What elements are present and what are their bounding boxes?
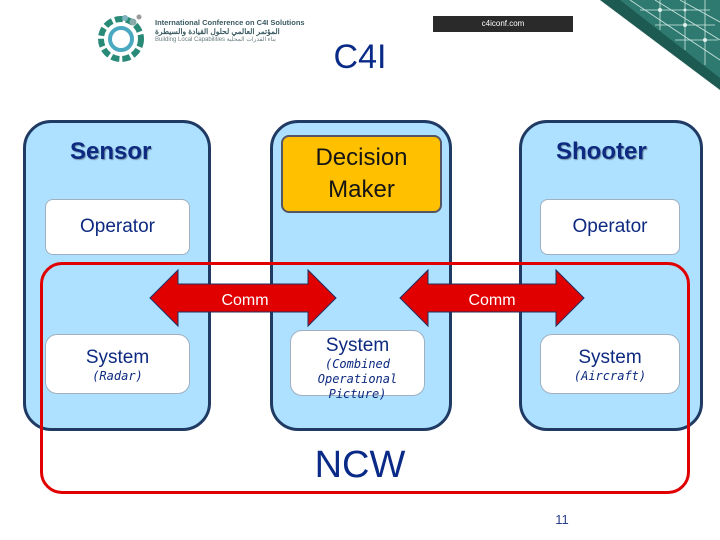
corner-pattern-graphic	[600, 0, 720, 90]
decision-maker-box: Decision Maker	[281, 135, 442, 213]
ncw-frame	[40, 262, 690, 494]
logo-title-en: International Conference on C4I Solution…	[155, 18, 305, 27]
sensor-system-box: System (Radar)	[45, 334, 190, 394]
conference-logo-text: International Conference on C4I Solution…	[155, 18, 330, 45]
shooter-system-sub: (Aircraft)	[573, 369, 647, 383]
decision-maker-system-label: System	[325, 335, 390, 356]
decision-maker-system-sub: (Combined Operational Picture)	[317, 357, 398, 401]
sensor-operator-box: Operator	[45, 199, 190, 255]
page-number: 11	[555, 512, 569, 527]
conference-logo: International Conference on C4I Solution…	[95, 12, 325, 62]
logo-tagline: Building Local Capabilities بناء القدرات…	[155, 37, 276, 43]
slide-title: C4I	[333, 38, 387, 76]
sensor-operator-label: Operator	[80, 216, 155, 237]
decision-maker-system-box: System (Combined Operational Picture)	[290, 330, 425, 401]
shooter-system-label: System	[578, 347, 642, 368]
conference-logo-icon	[98, 14, 144, 62]
shooter-system-box: System (Aircraft)	[540, 334, 680, 394]
shooter-label: Shooter	[556, 138, 647, 165]
shooter-operator-box: Operator	[540, 199, 680, 255]
sensor-system-label: System	[85, 347, 150, 368]
ncw-label: NCW	[314, 444, 406, 486]
sensor-label: Sensor	[70, 138, 152, 165]
sensor-system-sub: (Radar)	[92, 369, 143, 383]
conference-url: c4iconf.com	[433, 16, 573, 32]
shooter-operator-label: Operator	[572, 216, 648, 237]
logo-title-ar: المؤتمر العالمي لحلول القيادة والسيطرة	[155, 27, 280, 36]
